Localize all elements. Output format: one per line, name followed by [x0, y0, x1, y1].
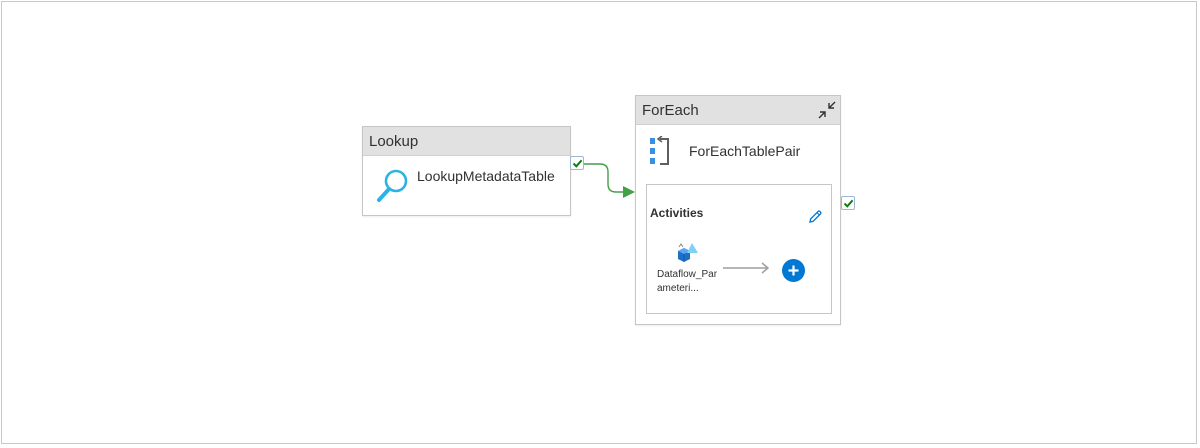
activities-title: Activities: [650, 206, 704, 220]
activities-panel[interactable]: Activities Dataflow_Parameteri...: [646, 184, 832, 314]
lookup-activity-type: Lookup: [363, 127, 570, 156]
checkmark-icon: [572, 159, 583, 168]
foreach-activity-type: ForEach: [636, 96, 840, 125]
lookup-activity[interactable]: Lookup LookupMetadataTable: [362, 126, 571, 216]
add-activity-button[interactable]: [782, 259, 805, 282]
pencil-edit-icon[interactable]: [807, 209, 823, 225]
dataflow-activity-name: Dataflow_Parameteri...: [657, 269, 718, 294]
magnifier-icon: [377, 169, 408, 202]
collapse-icon[interactable]: [816, 99, 838, 121]
foreach-success-checkbox[interactable]: [841, 196, 855, 210]
lookup-success-checkbox[interactable]: [570, 156, 584, 170]
foreach-activity-name: ForEachTablePair: [689, 143, 801, 159]
dataflow-icon[interactable]: [675, 241, 699, 265]
arrow-right-icon: [723, 262, 770, 274]
checkmark-icon: [843, 199, 854, 208]
plus-icon: [788, 265, 799, 276]
foreach-activity[interactable]: ForEach ForEachTablePair Activities: [635, 95, 841, 325]
lookup-activity-name: LookupMetadataTable: [417, 168, 555, 184]
foreach-loop-icon: [650, 136, 669, 165]
